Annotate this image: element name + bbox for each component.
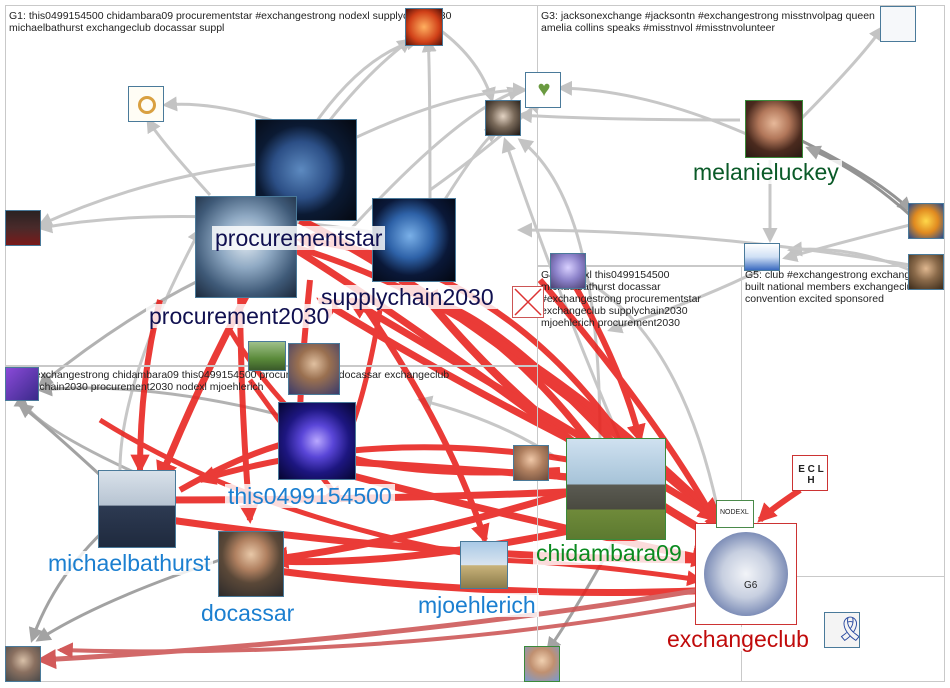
avatar-small-sign[interactable] [5, 210, 41, 246]
avatar-small-logo-blue[interactable] [744, 243, 780, 271]
heart-icon: ♥ [537, 76, 551, 101]
avatar-melanieluckey[interactable] [745, 100, 803, 158]
vertex-label-supplychain2030[interactable]: supplychain2030 [318, 285, 497, 309]
avatar-small-eclh[interactable]: E C L H [792, 455, 828, 491]
avatar-small-jackson[interactable] [880, 6, 916, 42]
avatar-small-woman-bottom[interactable] [524, 646, 560, 682]
avatar-elephant-chidambara09[interactable] [566, 438, 666, 540]
vertex-label-melanieluckey[interactable]: melanieluckey [690, 160, 842, 184]
vertex-label-exchangeclub[interactable]: exchangeclub [664, 627, 812, 651]
avatar-small-man-g5[interactable] [908, 254, 944, 290]
vertex-label-procurement2030[interactable]: procurement2030 [146, 304, 333, 328]
exchangeclub-seal-icon [704, 532, 788, 616]
avatar-small-woman-dark[interactable] [485, 100, 521, 136]
group-box-g2 [5, 365, 538, 682]
avatar-small-ornament[interactable] [128, 86, 164, 122]
group-label-g5: G5: club #exchangestrong exchange built … [745, 269, 919, 305]
vertex-label-mjoehlerich[interactable]: mjoehlerich [415, 593, 539, 617]
vertex-label-procurementstar[interactable]: procurementstar [212, 226, 386, 250]
group-label-g3: G3: jacksonexchange #jacksontn #exchange… [541, 10, 875, 34]
avatar-docassar[interactable] [218, 531, 284, 597]
group-box-g3 [537, 5, 945, 267]
avatar-small-g1-top[interactable] [405, 8, 443, 46]
ornament-icon [138, 96, 156, 114]
broken-image-icon [514, 288, 542, 316]
avatar-small-cartoon[interactable] [908, 203, 944, 239]
group-label-g2: G2: #exchangestrong chidambara09 this049… [9, 369, 450, 393]
vertex-label-docassar[interactable]: docassar [198, 601, 298, 625]
avatar-small-woman-g2[interactable] [513, 445, 549, 481]
avatar-seal-exchangeclub[interactable] [695, 523, 797, 625]
avatar-missing-image[interactable] [512, 286, 544, 318]
vertex-label-michaelbathurst[interactable]: michaelbathurst [45, 551, 214, 575]
ribbon-icon: 🎗 [835, 617, 859, 643]
avatar-mjoehlerich[interactable] [460, 541, 508, 589]
avatar-mask-this0499154500[interactable] [278, 402, 356, 480]
avatar-small-g2-corner[interactable] [5, 367, 39, 401]
avatar-small-ribbon[interactable]: 🎗 [824, 612, 860, 648]
avatar-michaelbathurst[interactable] [98, 470, 176, 548]
avatar-small-heart-map[interactable]: ♥ [525, 72, 561, 108]
eclh-logo-text: E C L H [798, 464, 824, 486]
nodexl-badge-text: NODEXL [720, 509, 749, 516]
vertex-label-chidambara09[interactable]: chidambara09 [533, 541, 685, 565]
vertex-label-this0499154500[interactable]: this0499154500 [225, 484, 395, 508]
avatar-small-man-bottom[interactable] [5, 646, 41, 682]
avatar-small-tree[interactable] [248, 341, 286, 371]
group-label-g6: G6 [744, 580, 758, 591]
avatar-small-man-g2[interactable] [288, 343, 340, 395]
avatar-small-g4-person[interactable] [550, 253, 586, 289]
avatar-earth-supplychain2030[interactable] [372, 198, 456, 282]
group-label-g1: G1: this0499154500 chidambara09 procurem… [9, 10, 451, 34]
avatar-small-nodexl[interactable]: NODEXL [716, 500, 754, 528]
